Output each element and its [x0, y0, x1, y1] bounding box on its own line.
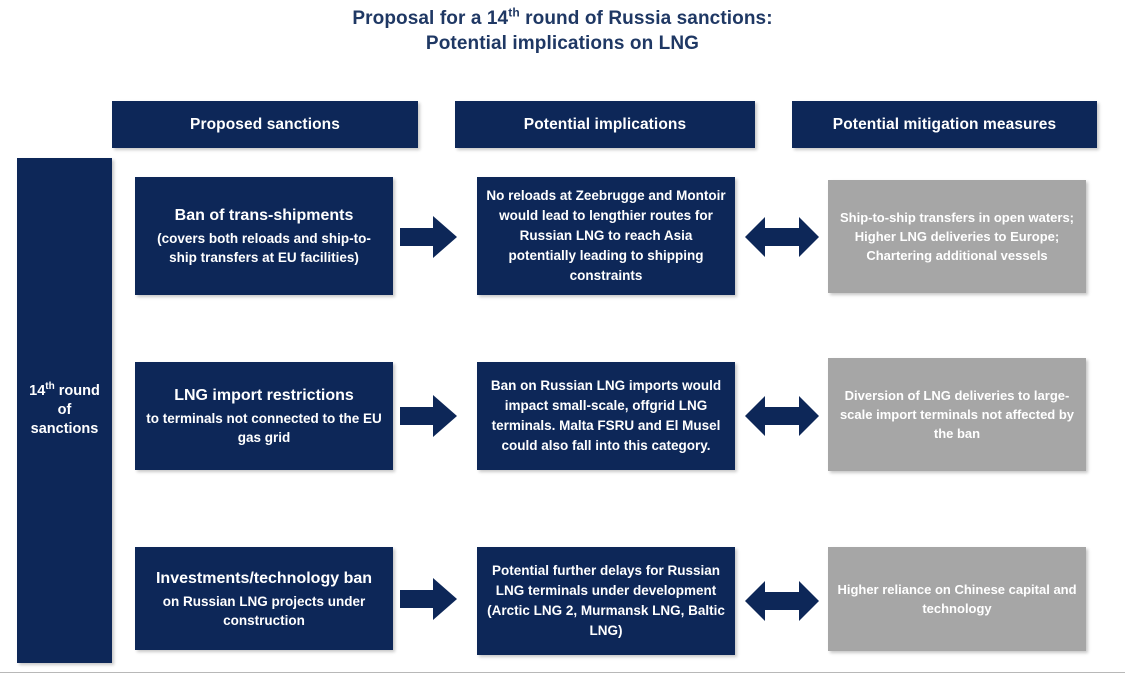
sanctions-round-sanctions: sanctions	[30, 421, 99, 437]
page-title-ordinal-suffix: th	[508, 5, 520, 20]
arrow-right-icon	[400, 216, 457, 258]
implication-card-3: Potential further delays for Russian LNG…	[477, 547, 735, 655]
page-title: Proposal for a 14th round of Russia sanc…	[0, 6, 1125, 56]
page-title-line-1: Proposal for a 14th round of Russia sanc…	[352, 5, 773, 29]
sanctions-round-bar: 14th round of sanctions	[17, 158, 112, 663]
sanction-card-title: LNG import restrictions	[174, 387, 354, 404]
implication-card-2: Ban on Russian LNG imports would impact …	[477, 362, 735, 470]
column-header-label: Potential implications	[523, 115, 687, 133]
sanction-card-subtitle: on Russian LNG projects under constructi…	[162, 593, 366, 628]
column-header-potential-implications: Potential implications	[455, 101, 755, 148]
implication-card-text: No reloads at Zeebrugge and Montoir woul…	[486, 188, 726, 283]
arrow-left-right-icon	[745, 581, 819, 621]
column-header-potential-mitigation-measures: Potential mitigation measures	[792, 101, 1097, 148]
implication-card-1: No reloads at Zeebrugge and Montoir woul…	[477, 177, 735, 295]
arrow-right-icon	[400, 395, 457, 437]
implication-card-text: Potential further delays for Russian LNG…	[487, 563, 725, 638]
column-header-proposed-sanctions: Proposed sanctions	[112, 101, 418, 148]
sanction-card-subtitle: to terminals not connected to the EU gas…	[146, 411, 382, 445]
sanction-card-1: Ban of trans-shipments (covers both relo…	[135, 177, 393, 295]
sanction-card-subtitle: (covers both reloads and ship-to-ship tr…	[157, 231, 371, 265]
page-title-line-1-post: round of Russia sanctions:	[519, 8, 773, 29]
sanctions-round-ordinal-suffix: th	[45, 381, 55, 393]
mitigation-card-1: Ship-to-ship transfers in open waters; H…	[828, 180, 1086, 293]
sanction-card-3: Investments/technology ban on Russian LN…	[135, 547, 393, 650]
column-header-label: Potential mitigation measures	[832, 115, 1057, 133]
arrow-left-right-icon	[745, 396, 819, 436]
mitigation-card-text: Diversion of LNG deliveries to large-sca…	[839, 388, 1075, 441]
mitigation-card-2: Diversion of LNG deliveries to large-sca…	[828, 358, 1086, 471]
page-title-line-2: Potential implications on LNG	[425, 33, 700, 54]
implication-card-text: Ban on Russian LNG imports would impact …	[490, 378, 722, 453]
sanctions-round-number: 14	[29, 383, 46, 399]
footer-divider	[0, 672, 1125, 673]
page-title-line-1-pre: Proposal for a 14	[352, 8, 509, 29]
sanction-card-title: Investments/technology ban	[155, 569, 373, 587]
mitigation-card-3: Higher reliance on Chinese capital and t…	[828, 547, 1086, 651]
sanctions-round-bar-label: 14th round of sanctions	[29, 382, 100, 439]
sanction-card-title: Ban of trans-shipments	[174, 207, 354, 224]
arrow-left-right-icon	[745, 217, 819, 257]
mitigation-card-text: Ship-to-ship transfers in open waters; H…	[839, 210, 1075, 263]
mitigation-card-text: Higher reliance on Chinese capital and t…	[837, 582, 1077, 616]
sanctions-round-word: round	[54, 383, 100, 399]
arrow-right-icon	[400, 578, 457, 620]
sanctions-round-of: of	[57, 402, 72, 418]
sanction-card-2: LNG import restrictions to terminals not…	[135, 362, 393, 470]
column-header-label: Proposed sanctions	[190, 115, 340, 133]
